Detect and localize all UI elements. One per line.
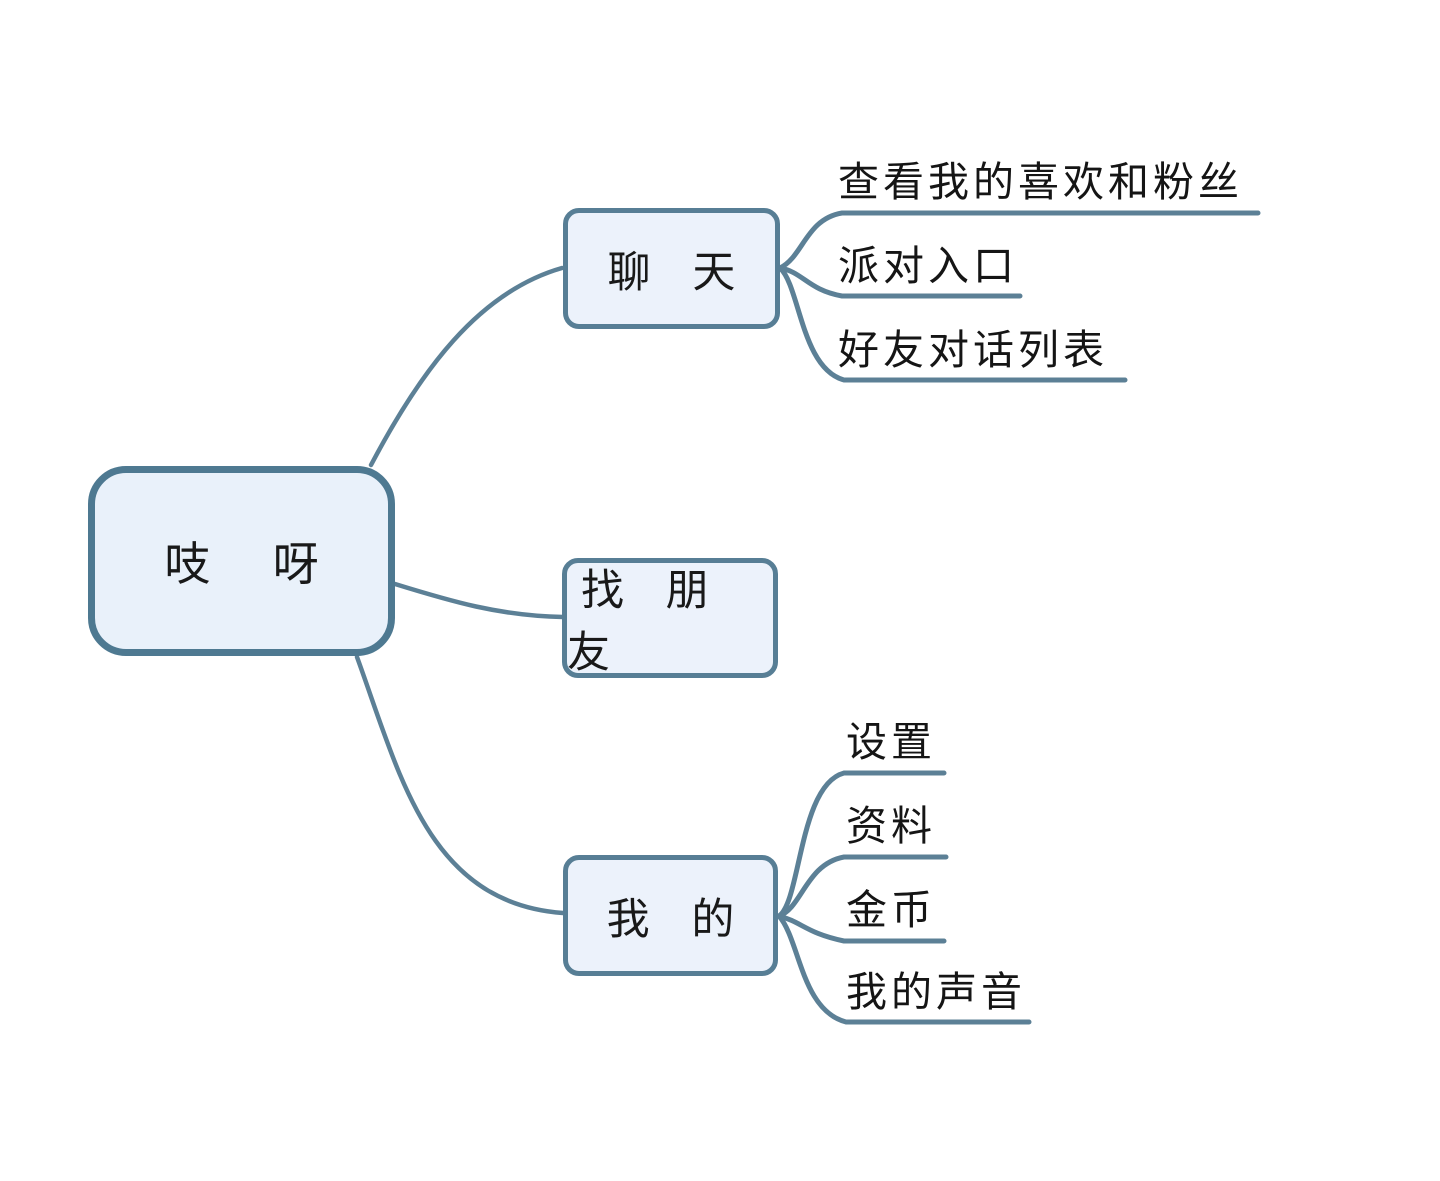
root-node-label: 吱 呀 [164,537,343,591]
leaf-topic-party-entry[interactable]: 派对入口 [838,242,1018,290]
branch-node-find-friends-label: 找 朋 友 [567,566,723,678]
edge-mine-to-my-voice [776,913,1032,1025]
edge-root-to-chat [368,265,565,468]
edge-root-to-mine [354,654,566,916]
edge-chat-to-party-entry [777,265,1023,299]
leaf-topic-my-voice[interactable]: 我的声音 [846,968,1026,1016]
edge-chat-to-friend-dialog-list [777,265,1128,383]
branch-node-chat[interactable]: 聊 天 [563,208,780,329]
branch-node-mine-label: 我 的 [606,894,749,945]
edge-mine-to-coins [776,913,947,944]
leaf-topic-settings[interactable]: 设置 [846,718,936,766]
edge-mine-to-settings [776,770,947,919]
leaf-topic-coins[interactable]: 金币 [846,886,936,934]
edge-mine-to-profile [776,854,949,919]
root-node-zhiya[interactable]: 吱 呀 [88,466,395,656]
leaf-topic-friend-dialog-list[interactable]: 好友对话列表 [838,326,1108,374]
edge-root-to-find-friends [392,581,566,620]
branch-node-find-friends[interactable]: 找 朋 友 [562,558,778,678]
branch-node-chat-label: 聊 天 [607,247,750,298]
edge-chat-to-likes-fans [777,210,1261,271]
branch-node-mine[interactable]: 我 的 [563,855,778,976]
leaf-topic-profile[interactable]: 资料 [846,802,936,850]
leaf-topic-likes-and-fans[interactable]: 查看我的喜欢和粉丝 [838,158,1243,206]
